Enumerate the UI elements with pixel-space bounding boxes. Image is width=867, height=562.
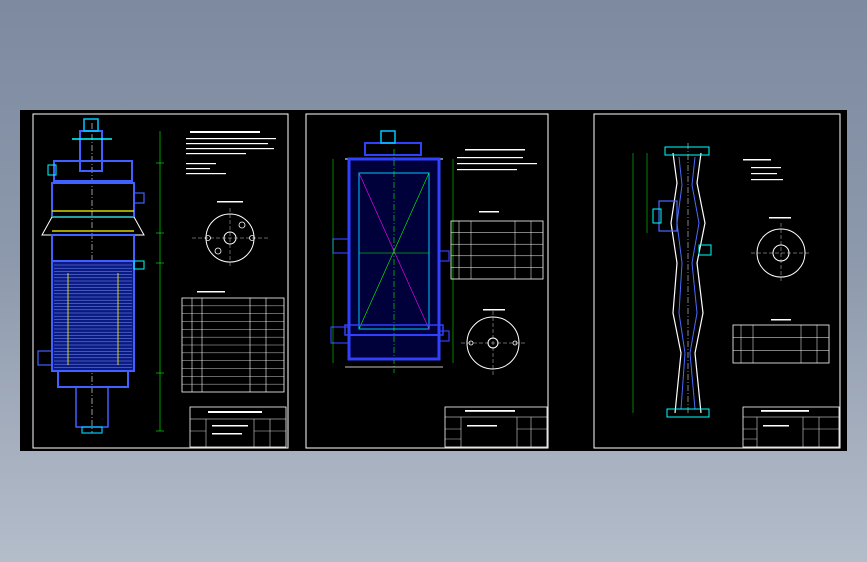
- sheet-border: [305, 113, 549, 449]
- nozzle-table-title: [479, 211, 499, 213]
- nozzle-table-title: [197, 291, 225, 293]
- nozzle-schedule-table: [181, 291, 285, 393]
- nozzle-schedule-table: [732, 319, 830, 364]
- sheet-border: [32, 113, 289, 449]
- sheet-1-drawing: [32, 113, 289, 449]
- orientation-view-title: [217, 201, 243, 203]
- venturi-tube: [632, 143, 712, 418]
- side-port: [698, 244, 712, 256]
- venturi-outline-right: [694, 152, 706, 414]
- bottom-flange: [81, 426, 103, 434]
- title-block-heading: [208, 411, 262, 413]
- upper-shell: [51, 182, 135, 218]
- title-block-heading: [761, 410, 809, 412]
- sheet-3-drawing: [593, 113, 841, 449]
- title-block-heading: [465, 410, 515, 412]
- bottom-channel: [57, 370, 129, 388]
- support-lugs: [41, 216, 145, 236]
- orientation-view-title: [769, 217, 791, 219]
- nozzle-orientation-view: [751, 217, 811, 283]
- side-nozzle-right: [438, 250, 450, 262]
- sheet-border: [593, 113, 841, 449]
- top-nozzle: [380, 130, 396, 144]
- nozzle-schedule-table: [450, 211, 544, 280]
- orientation-view-title: [483, 309, 505, 311]
- drawing-sheet-2[interactable]: [305, 113, 549, 449]
- top-nozzle-assembly: [79, 130, 103, 172]
- column-vessel: [330, 130, 454, 373]
- drawing-sheet-3[interactable]: [593, 113, 841, 449]
- title-block: [189, 406, 287, 448]
- side-nozzle-top-left: [47, 164, 57, 176]
- middle-shell: [51, 234, 135, 262]
- nozzle-table-title: [771, 319, 791, 321]
- top-flange: [664, 146, 710, 156]
- top-flange: [83, 118, 99, 132]
- drawing-sheet-1[interactable]: [32, 113, 289, 449]
- technical-notes: [457, 149, 537, 171]
- nozzle-orientation-view: [461, 309, 525, 375]
- side-nozzle-left: [37, 350, 53, 366]
- cad-model-space[interactable]: [20, 110, 847, 451]
- tube-bundle: [54, 264, 132, 368]
- venturi-inner-right: [689, 156, 700, 410]
- notes-heading: [190, 131, 260, 133]
- venturi-outline-left: [670, 152, 682, 414]
- top-head: [53, 160, 133, 182]
- inlet-nozzle: [658, 200, 678, 232]
- bottom-nozzle-left: [330, 326, 350, 344]
- nozzle-orientation-view: [192, 201, 268, 268]
- bottom-flange: [666, 408, 710, 418]
- bottom-nozzle-right: [438, 330, 450, 342]
- venturi-inner-left: [676, 156, 686, 410]
- top-head: [364, 142, 422, 156]
- dimension-ticks: [156, 162, 164, 432]
- side-nozzle-left: [332, 238, 350, 254]
- side-nozzle-mid-right: [133, 260, 145, 270]
- sheet-2-drawing: [305, 113, 549, 449]
- title-block: [742, 406, 840, 448]
- technical-notes: [743, 159, 783, 181]
- side-nozzle-right: [133, 192, 145, 204]
- inlet-flange: [652, 208, 662, 224]
- technical-notes: [186, 131, 276, 175]
- bottom-head: [348, 334, 440, 360]
- title-block: [444, 406, 548, 448]
- vessel-assembly: [37, 118, 164, 434]
